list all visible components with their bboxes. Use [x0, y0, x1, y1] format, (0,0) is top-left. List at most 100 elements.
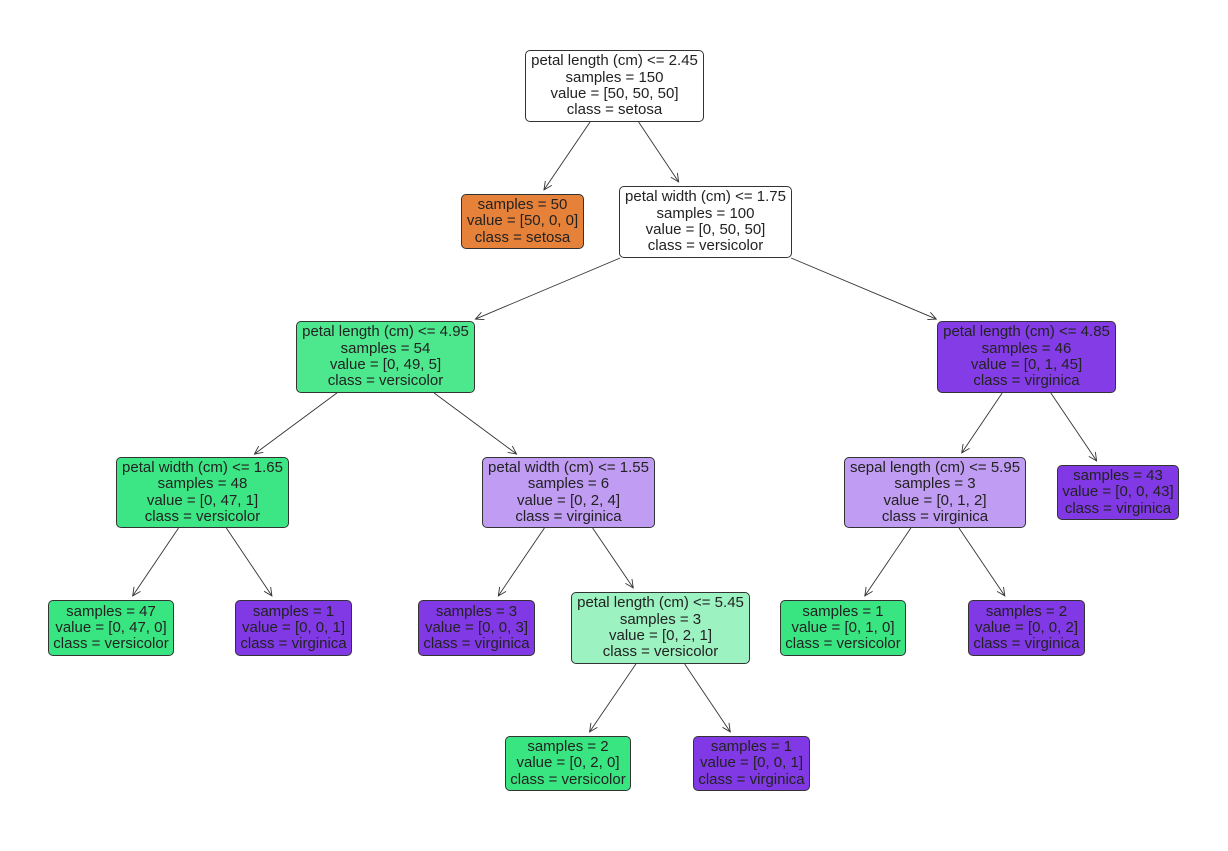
node-text-line: samples = 3 [894, 475, 976, 493]
arrowhead-icon [927, 312, 938, 320]
edge-line [684, 663, 731, 733]
node-text-line: petal width (cm) <= 1.55 [488, 458, 649, 476]
node-text-line: value = [50, 50, 50] [550, 85, 679, 102]
node-text-line: class = virginica [515, 507, 622, 525]
node-text-line: samples = 100 [656, 204, 755, 222]
node-text-line: value = [0, 1, 45] [970, 356, 1083, 373]
node-text-line: petal length (cm) <= 4.85 [943, 323, 1110, 341]
node-text-line: petal length (cm) <= 2.45 [531, 52, 698, 70]
node-text-line: value = [0, 1, 0] [791, 618, 895, 636]
node-text-line: class = setosa [474, 228, 571, 246]
node-text-line: samples = 48 [157, 475, 248, 493]
node-text-line: value = [0, 0, 1] [700, 754, 803, 772]
node-text-line: class = virginica [423, 635, 530, 653]
edge-line [254, 392, 338, 455]
arrowhead-icon [670, 172, 680, 183]
node-text-line: class = setosa [566, 101, 663, 119]
node-text-line: class = versicolor [510, 770, 626, 788]
edge-line [790, 257, 937, 320]
node-text-line: class = virginica [698, 770, 805, 788]
arrowhead-icon [996, 586, 1006, 597]
node-text-line: samples = 50 [477, 196, 568, 214]
node-text-line: petal length (cm) <= 4.95 [302, 323, 469, 341]
node-text-line: class = virginica [973, 635, 1080, 653]
node-text-line: value = [0, 50, 50] [645, 221, 766, 238]
node-text-line: value = [0, 0, 43] [1062, 483, 1174, 501]
arrowhead-icon [722, 722, 731, 733]
edge-line [225, 527, 273, 597]
node-text-line: class = versicolor [602, 643, 719, 661]
node-text-line: samples = 47 [66, 602, 156, 620]
node-text-line: samples = 1 [710, 738, 793, 756]
node-text-line: value = [0, 2, 0] [516, 754, 620, 772]
arrowhead-icon [497, 586, 507, 597]
edge-line [1050, 392, 1098, 462]
edge-line [543, 121, 591, 191]
edge-line [497, 527, 545, 597]
arrowhead-icon [253, 445, 264, 455]
node-text-line: samples = 150 [565, 68, 664, 86]
edge-line [864, 527, 912, 597]
node-text-line: class = virginica [973, 372, 1080, 390]
node-text-line: petal length (cm) <= 5.45 [577, 594, 744, 612]
edge-line [475, 257, 621, 320]
arrowhead-icon [263, 586, 273, 597]
edge-line [132, 527, 179, 597]
node-text-line: samples = 2 [527, 738, 609, 756]
node-text-line: samples = 1 [252, 602, 335, 620]
node-text-line: sepal length (cm) <= 5.95 [849, 458, 1021, 476]
node-text-line: value = [0, 2, 4] [517, 491, 620, 509]
node-text-line: value = [0, 0, 2] [975, 618, 1078, 636]
edge-line [592, 527, 634, 589]
node-text-line: value = [0, 0, 3] [425, 618, 528, 636]
node-text-line: class = versicolor [647, 237, 764, 255]
node-text-line: value = [50, 0, 0] [466, 212, 579, 230]
node-text-line: class = virginica [1064, 499, 1172, 517]
node-text-line: class = virginica [881, 507, 989, 525]
node-text-line: samples = 46 [981, 339, 1072, 357]
edge-line [433, 392, 517, 455]
edge-line [958, 527, 1006, 597]
node-text-line: class = versicolor [785, 635, 901, 653]
arrowhead-icon [625, 578, 634, 589]
arrowhead-icon [543, 180, 552, 191]
node-text-line: value = [0, 2, 1] [609, 627, 712, 644]
node-text-line: value = [0, 47, 1] [146, 491, 259, 509]
node-text-line: class = versicolor [144, 507, 261, 525]
node-text-line: value = [0, 47, 0] [55, 618, 167, 636]
arrowhead-icon [474, 312, 485, 320]
arrowhead-icon [132, 586, 141, 597]
node-text-line: class = versicolor [327, 372, 444, 390]
arrowhead-icon [1088, 451, 1098, 462]
node-text-line: class = virginica [240, 635, 347, 653]
arrowhead-icon [507, 445, 518, 455]
node-text-line: petal width (cm) <= 1.75 [625, 188, 786, 206]
arrowhead-icon [961, 443, 970, 454]
node-text-line: samples = 3 [435, 602, 518, 620]
arrowhead-icon [589, 722, 598, 733]
node-text-line: samples = 2 [985, 602, 1068, 620]
node-text-line: samples = 3 [619, 610, 702, 628]
node-text-line: samples = 6 [527, 475, 610, 493]
arrowhead-icon [864, 586, 873, 597]
edge-line [961, 392, 1003, 454]
node-text-line: samples = 43 [1073, 467, 1163, 485]
edge-line [638, 121, 680, 183]
